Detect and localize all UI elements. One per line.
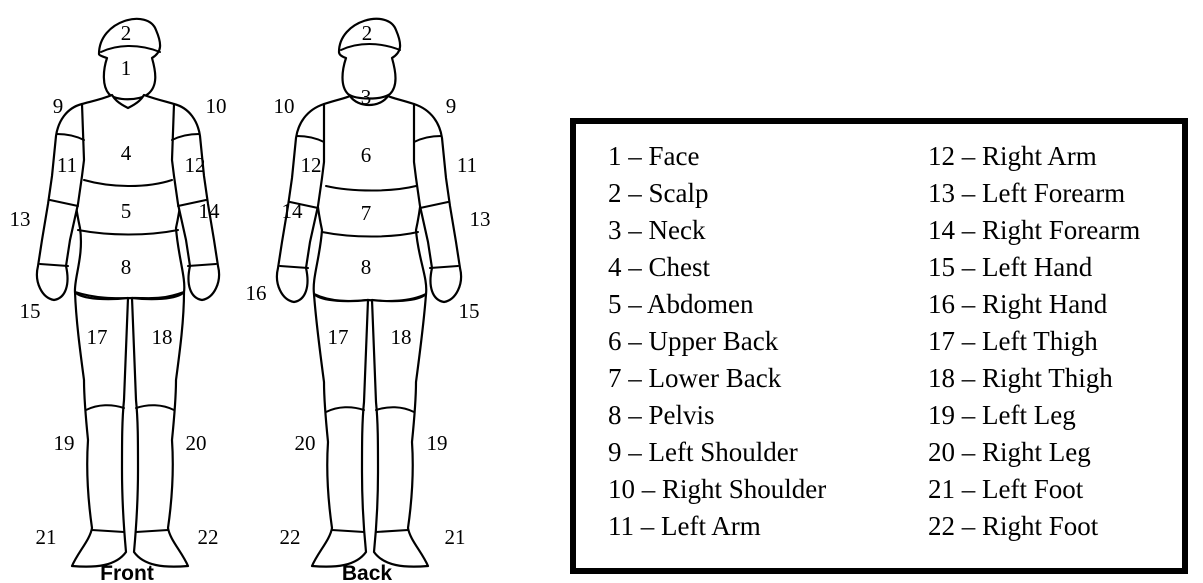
legend-item: 22 – Right Foot — [928, 508, 1140, 545]
legend-left-column: 1 – Face 2 – Scalp 3 – Neck 4 – Chest 5 … — [608, 138, 826, 545]
back-label-pelvis: 8 — [361, 255, 372, 279]
back-label-neck: 3 — [361, 85, 372, 109]
legend-item: 11 – Left Arm — [608, 508, 826, 545]
legend-item: 3 – Neck — [608, 212, 826, 249]
legend-right-column: 12 – Right Arm 13 – Left Forearm 14 – Ri… — [928, 138, 1140, 545]
legend-item: 7 – Lower Back — [608, 360, 826, 397]
front-label-chest: 4 — [121, 141, 132, 165]
front-label-abdomen: 5 — [121, 199, 132, 223]
front-label-right-forearm: 14 — [199, 199, 221, 223]
legend-item: 12 – Right Arm — [928, 138, 1140, 175]
front-label-right-arm: 12 — [185, 153, 206, 177]
front-label-left-hand: 15 — [20, 299, 41, 323]
legend-item: 2 – Scalp — [608, 175, 826, 212]
back-label-left-shoulder: 9 — [446, 94, 457, 118]
legend-item: 8 – Pelvis — [608, 397, 826, 434]
back-label-right-forearm: 14 — [282, 199, 304, 223]
legend-item: 20 – Right Leg — [928, 434, 1140, 471]
back-label-right-hand: 16 — [246, 281, 267, 305]
front-label-face: 1 — [121, 56, 132, 80]
back-label-left-arm: 11 — [457, 153, 477, 177]
back-label-right-thigh: 18 — [391, 325, 412, 349]
legend-item: 16 – Right Hand — [928, 286, 1140, 323]
body-diagrams: 2 1 4 5 8 9 10 11 12 13 14 15 17 18 19 2… — [0, 0, 560, 583]
body-region-legend: 1 – Face 2 – Scalp 3 – Neck 4 – Chest 5 … — [570, 118, 1188, 574]
legend-item: 6 – Upper Back — [608, 323, 826, 360]
legend-item: 19 – Left Leg — [928, 397, 1140, 434]
legend-item: 9 – Left Shoulder — [608, 434, 826, 471]
legend-item: 15 – Left Hand — [928, 249, 1140, 286]
front-label-right-thigh: 18 — [152, 325, 173, 349]
legend-item: 1 – Face — [608, 138, 826, 175]
front-label-left-arm: 11 — [57, 153, 77, 177]
legend-item: 14 – Right Forearm — [928, 212, 1140, 249]
back-label-scalp: 2 — [362, 21, 373, 45]
legend-item: 18 – Right Thigh — [928, 360, 1140, 397]
back-label-right-shoulder: 10 — [274, 94, 295, 118]
front-label-scalp: 2 — [121, 21, 132, 45]
front-label-left-foot: 21 — [36, 525, 57, 549]
front-label-left-thigh: 17 — [87, 325, 108, 349]
front-label-right-foot: 22 — [198, 525, 219, 549]
back-label-lower-back: 7 — [361, 201, 372, 225]
back-label-left-forearm: 13 — [470, 207, 491, 231]
legend-item: 17 – Left Thigh — [928, 323, 1140, 360]
front-label-right-leg: 20 — [186, 431, 207, 455]
back-figure: 2 3 6 7 8 10 9 12 11 14 13 16 15 17 18 2… — [246, 19, 491, 583]
back-label-left-foot: 21 — [445, 525, 466, 549]
front-figure: 2 1 4 5 8 9 10 11 12 13 14 15 17 18 19 2… — [10, 19, 227, 583]
back-label-left-leg: 19 — [427, 431, 448, 455]
front-label-left-forearm: 13 — [10, 207, 31, 231]
legend-item: 5 – Abdomen — [608, 286, 826, 323]
front-label-right-shoulder: 10 — [206, 94, 227, 118]
front-label-pelvis: 8 — [121, 255, 132, 279]
back-caption: Back — [342, 562, 393, 583]
back-label-left-hand: 15 — [459, 299, 480, 323]
back-label-right-leg: 20 — [295, 431, 316, 455]
back-label-right-foot: 22 — [280, 525, 301, 549]
legend-item: 21 – Left Foot — [928, 471, 1140, 508]
legend-item: 10 – Right Shoulder — [608, 471, 826, 508]
back-label-right-arm: 12 — [301, 153, 322, 177]
back-label-left-thigh: 17 — [328, 325, 349, 349]
back-label-upper-back: 6 — [361, 143, 372, 167]
legend-item: 4 – Chest — [608, 249, 826, 286]
front-caption: Front — [100, 562, 154, 583]
front-label-left-leg: 19 — [54, 431, 75, 455]
legend-item: 13 – Left Forearm — [928, 175, 1140, 212]
front-label-left-shoulder: 9 — [53, 94, 64, 118]
